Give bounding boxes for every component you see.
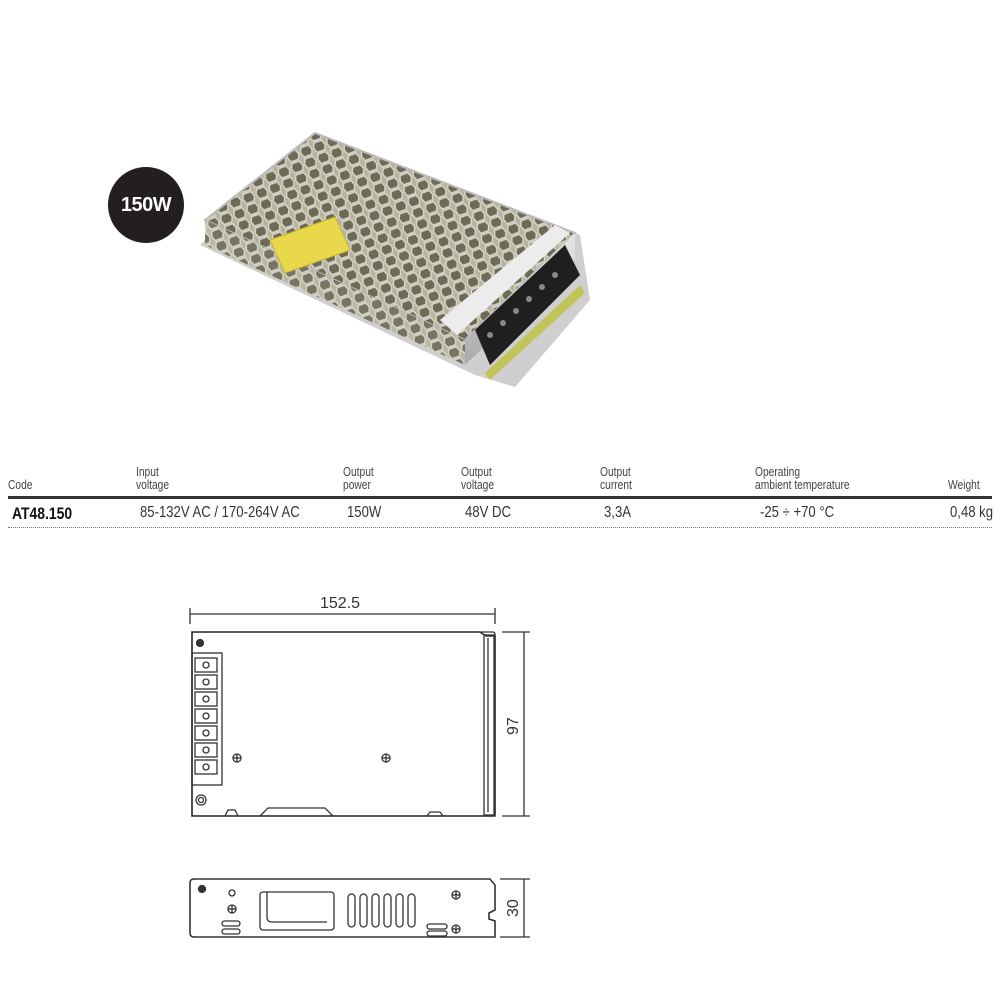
cell-output-power: 150W: [347, 504, 382, 521]
side-view-drawing: 30: [189, 878, 530, 938]
vent-slots: [347, 893, 416, 928]
table-row: AT48.150 85-132V AC / 170-264V AC 150W 4…: [8, 499, 994, 528]
terminal-screws: [194, 657, 218, 775]
cell-weight: 0,48 kg: [950, 504, 994, 521]
product-image: [200, 131, 590, 387]
cell-temperature: -25 ÷ +70 °C: [760, 504, 835, 521]
height-dimension: 97: [505, 717, 522, 735]
top-view-drawing: 152.5 97: [189, 595, 530, 817]
header-code: Code: [8, 478, 33, 492]
cell-output-current: 3,3A: [604, 504, 631, 521]
cell-input-voltage: 85-132V AC / 170-264V AC: [140, 504, 300, 521]
power-rating-badge: 150W: [108, 167, 184, 243]
side-height-dimension: 30: [505, 899, 522, 917]
cell-code: AT48.150: [12, 504, 73, 523]
cell-output-voltage: 48V DC: [465, 504, 511, 521]
width-dimension: 152.5: [320, 595, 360, 612]
power-rating-label: 150W: [120, 193, 172, 216]
header-weight: Weight: [948, 478, 980, 492]
header-divider: [8, 496, 992, 499]
